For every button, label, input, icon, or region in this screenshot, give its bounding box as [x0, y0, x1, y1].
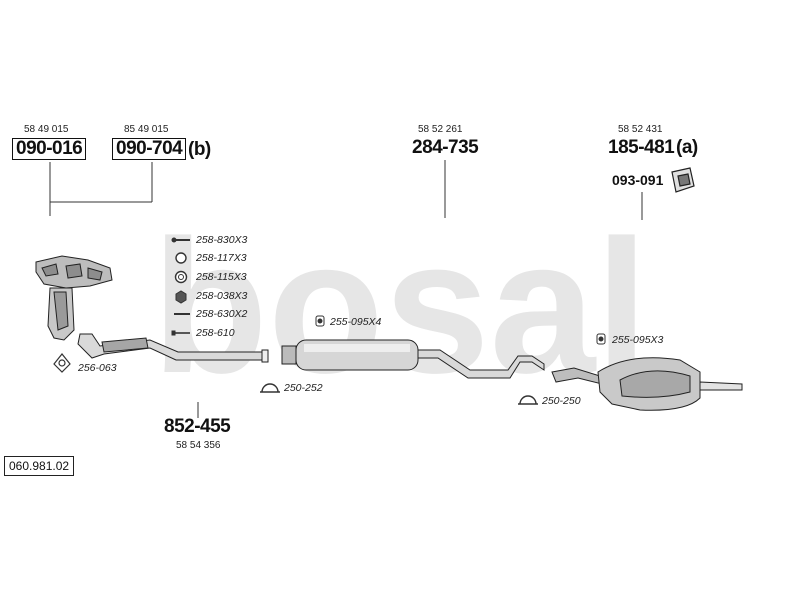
hanger-icon [596, 333, 606, 345]
part-suffix-rear-silencer: (a) [676, 137, 698, 158]
fitting-code[interactable]: 258-117X3 [196, 252, 247, 264]
gasket-icon [53, 353, 71, 373]
gasket-code[interactable]: 256-063 [78, 362, 117, 374]
screw-icon [171, 330, 190, 336]
part-number-rear-silencer[interactable]: 185-481 [608, 137, 675, 158]
part-suffix-front-pipe-b: (b) [188, 139, 211, 160]
part-ref-rear-silencer: 58 52 431 [618, 124, 663, 135]
clamp-rear-code[interactable]: 250-250 [542, 395, 581, 407]
fitting-icons [171, 237, 190, 336]
nut-icon [175, 290, 187, 304]
rear-silencer-icon [551, 357, 743, 411]
leader-lines [49, 160, 643, 418]
diagram-code: 060.981.02 [4, 456, 75, 476]
hanger-mid-code[interactable]: 255-095X4 [330, 316, 382, 328]
part-ref-front-section: 58 54 356 [176, 440, 221, 451]
part-ref-front-pipe-a: 58 49 015 [24, 124, 69, 135]
catalytic-converter-icon [47, 287, 75, 341]
part-number-middle-silencer[interactable]: 284-735 [412, 137, 479, 158]
clamp-front-code[interactable]: 250-252 [284, 382, 323, 394]
watermark-logo: bosal [152, 201, 648, 413]
part-number-front-pipe-b[interactable]: 090-704 [112, 138, 187, 160]
part-ref-front-pipe-b: 85 49 015 [124, 124, 169, 135]
fitting-code[interactable]: 258-038X3 [196, 290, 248, 302]
part-number-front-pipe-a[interactable]: 090-016 [12, 138, 87, 160]
bolt-icon [171, 237, 190, 243]
washer-icon [174, 270, 188, 284]
fitting-code[interactable]: 258-610 [196, 327, 235, 339]
middle-silencer-icon [281, 339, 545, 379]
clamp-icon [518, 395, 538, 405]
front-pipe-icon [77, 333, 269, 363]
part-number-front-section[interactable]: 852-455 [164, 416, 231, 437]
fitting-code[interactable]: 258-115X3 [196, 271, 247, 283]
washer-icon [175, 252, 187, 264]
clamp-icon [260, 383, 280, 393]
hanger-rear-code[interactable]: 255-095X3 [612, 334, 664, 346]
hanger-icon [315, 315, 325, 327]
bracket-icon [671, 167, 695, 193]
fitting-code[interactable]: 258-630X2 [196, 308, 248, 320]
manifold-icon [35, 255, 113, 289]
part-ref-middle-silencer: 58 52 261 [418, 124, 463, 135]
fitting-code[interactable]: 258-830X3 [196, 234, 248, 246]
part-number-bracket[interactable]: 093-091 [612, 172, 664, 188]
